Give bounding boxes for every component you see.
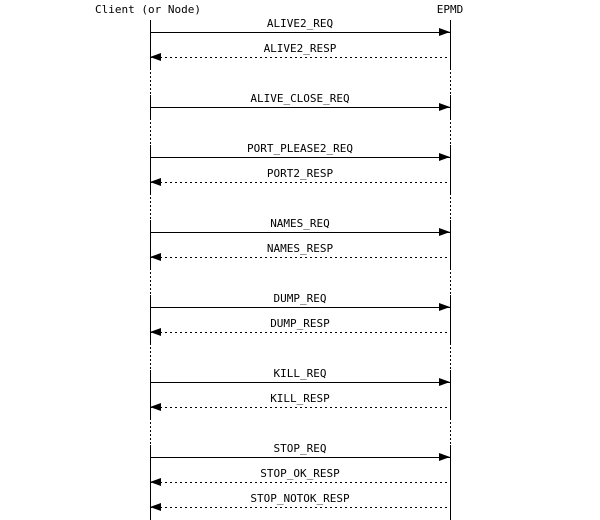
message-line — [150, 182, 450, 183]
arrowhead-left-icon — [150, 178, 161, 186]
message-label: ALIVE2_RESP — [263, 42, 337, 55]
message-label: STOP_REQ — [273, 442, 327, 455]
message-line — [150, 482, 450, 483]
arrowhead-right-icon — [439, 103, 450, 111]
message-label: KILL_RESP — [270, 392, 330, 405]
arrowhead-left-icon — [150, 403, 161, 411]
message-label: NAMES_RESP — [266, 242, 334, 255]
message-line — [150, 232, 450, 233]
arrowhead-left-icon — [150, 53, 161, 61]
message-label: ALIVE2_REQ — [266, 17, 334, 30]
message-label: ALIVE_CLOSE_REQ — [250, 92, 350, 105]
arrowhead-right-icon — [439, 153, 450, 161]
arrowhead-right-icon — [439, 378, 450, 386]
message-line — [150, 107, 450, 108]
arrowhead-right-icon — [439, 453, 450, 461]
message-label: DUMP_RESP — [270, 317, 330, 330]
message-label: PORT_PLEASE2_REQ — [247, 142, 353, 155]
message-label: KILL_REQ — [273, 367, 327, 380]
arrowhead-right-icon — [439, 28, 450, 36]
message-label: NAMES_REQ — [270, 217, 330, 230]
message-line — [150, 457, 450, 458]
message-line — [150, 332, 450, 333]
message-line — [150, 407, 450, 408]
arrowhead-right-icon — [439, 303, 450, 311]
message-label: DUMP_REQ — [273, 292, 327, 305]
lifeline-epmd — [450, 20, 451, 520]
message-line — [150, 57, 450, 58]
arrowhead-left-icon — [150, 503, 161, 511]
arrowhead-left-icon — [150, 328, 161, 336]
arrowhead-left-icon — [150, 478, 161, 486]
arrowhead-right-icon — [439, 228, 450, 236]
message-line — [150, 157, 450, 158]
message-line — [150, 32, 450, 33]
message-line — [150, 382, 450, 383]
actor-epmd-label: EPMD — [436, 3, 464, 16]
message-label: STOP_NOTOK_RESP — [250, 492, 350, 505]
message-label: PORT2_RESP — [266, 167, 334, 180]
message-line — [150, 507, 450, 508]
arrowhead-left-icon — [150, 253, 161, 261]
message-line — [150, 257, 450, 258]
actor-client-label: Client (or Node) — [95, 3, 201, 16]
message-line — [150, 307, 450, 308]
message-label: STOP_OK_RESP — [260, 467, 340, 480]
